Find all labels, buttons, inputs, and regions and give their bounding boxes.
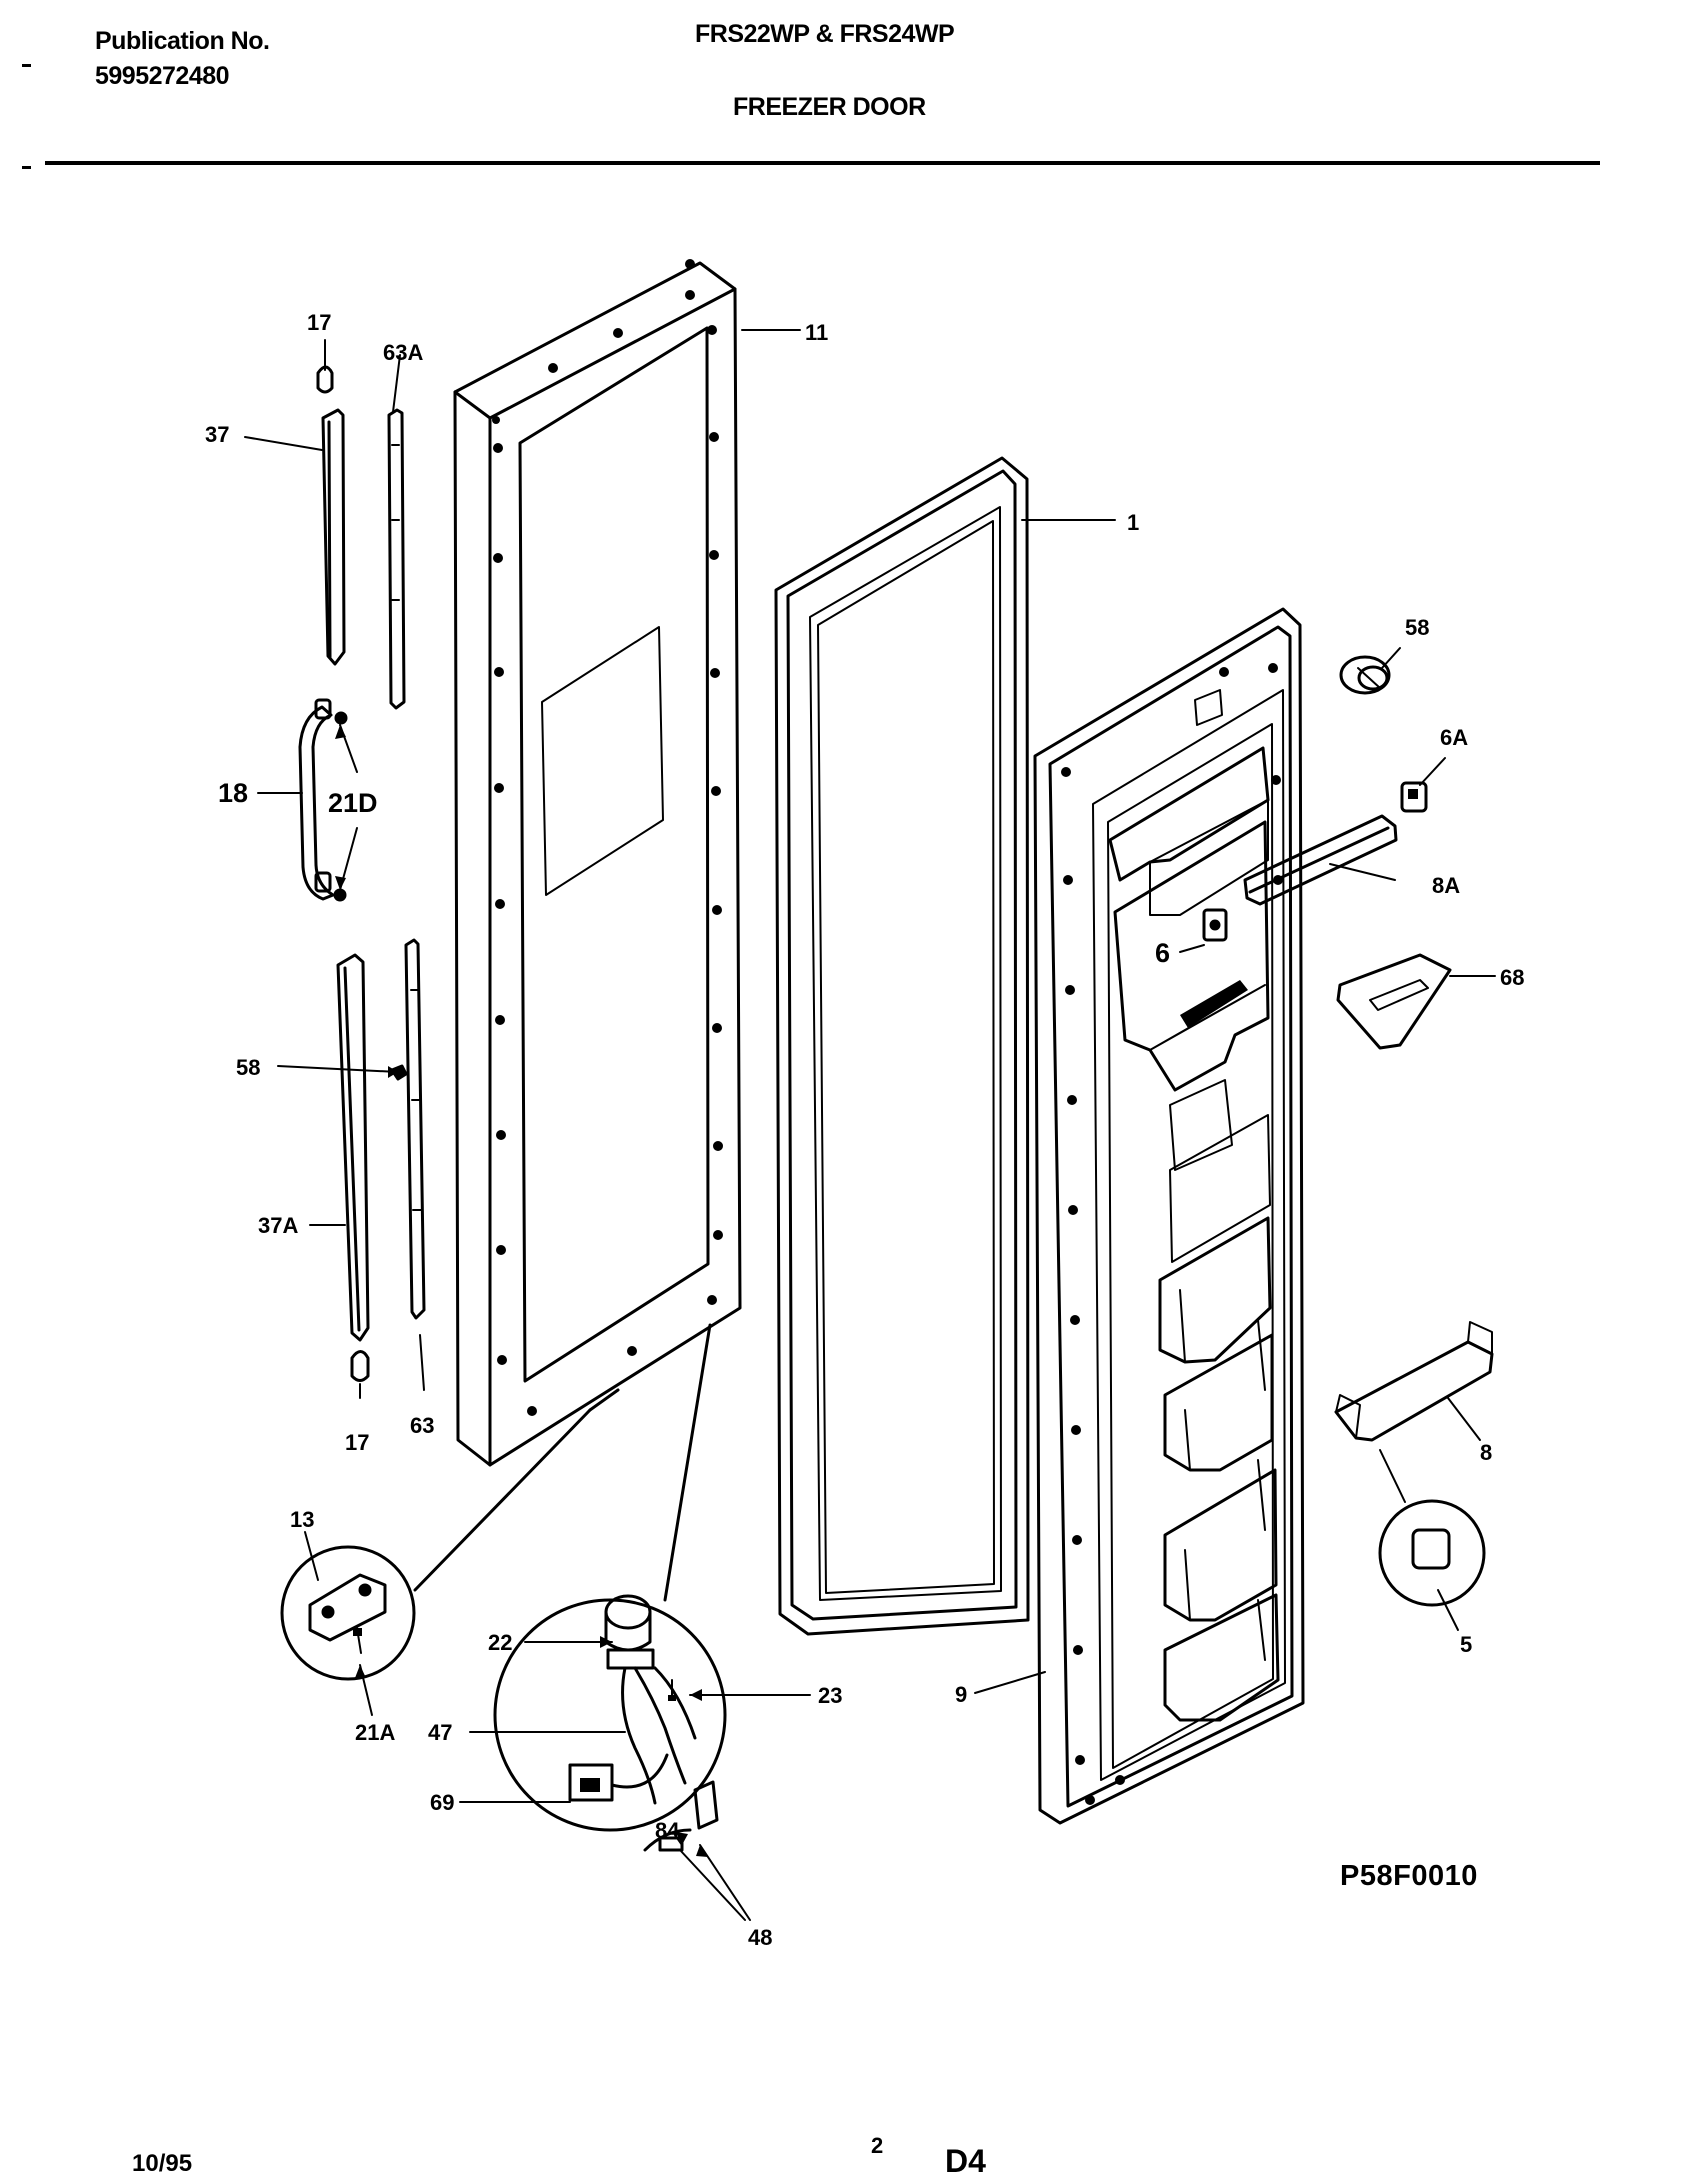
callout-9: 9 [955, 1682, 967, 1707]
trim-strip-part [387, 408, 406, 710]
callout-48: 48 [748, 1925, 772, 1950]
publication-label: Publication No. [95, 27, 270, 55]
callout-21D: 21D [328, 788, 378, 818]
section-title: FREEZER DOOR [733, 93, 926, 121]
callout-37A: 37A [258, 1213, 298, 1238]
trim-strip-part [321, 408, 346, 666]
detail-circle-part [493, 1323, 727, 1852]
header-rule [45, 161, 1600, 165]
footer-code: D4 [945, 2143, 986, 2179]
detail-circle-part [1378, 1449, 1486, 1607]
door-gasket-part [774, 456, 1030, 1636]
callout-23: 23 [818, 1683, 842, 1708]
door-panel-part [453, 259, 742, 1467]
detail-circle-part [280, 1388, 620, 1681]
footer-page-number: 2 [871, 2133, 884, 2158]
actuator-part [1336, 953, 1452, 1050]
callout-37: 37 [205, 422, 229, 447]
callout-47: 47 [428, 1720, 452, 1745]
clip-part [1400, 781, 1428, 813]
callout-63A: 63A [383, 340, 423, 365]
leader-arrows [335, 725, 708, 1857]
callout-8A: 8A [1432, 873, 1460, 898]
clip-part [1202, 908, 1228, 942]
publication-number: 5995272480 [95, 62, 230, 90]
footer-date: 10/95 [132, 2150, 193, 2177]
callout-11: 11 [805, 320, 828, 345]
bar-part [1243, 814, 1398, 906]
margin-mark [22, 166, 31, 169]
callout-1: 1 [1127, 510, 1139, 535]
screw-part [390, 1064, 408, 1081]
callout-18: 18 [218, 778, 248, 808]
callout-58: 58 [236, 1055, 260, 1080]
clip-part [316, 365, 370, 1382]
callout-13: 13 [290, 1507, 314, 1532]
callout-21A: 21A [355, 1720, 395, 1745]
margin-mark [22, 64, 31, 67]
callout-17: 17 [307, 310, 331, 335]
callout-58: 58 [1405, 615, 1429, 640]
callout-63: 63 [410, 1413, 434, 1438]
callout-22: 22 [488, 1630, 512, 1655]
bracket-part [1334, 1321, 1494, 1442]
callout-84: 84 [655, 1818, 680, 1843]
screw-part [1339, 655, 1391, 695]
callout-68: 68 [1500, 965, 1524, 990]
trim-strip-part [336, 953, 370, 1342]
diagram-id: P58F0010 [1340, 1860, 1478, 1892]
handle-part [298, 698, 348, 902]
leader-lines [244, 329, 1496, 1921]
callout-labels: 17 63A 11 37 1 58 6A 18 21D 8A 6 68 58 3… [205, 310, 1524, 1950]
trim-strip-part [404, 938, 426, 1320]
callout-6A: 6A [1440, 725, 1468, 750]
door-liner-part [1033, 607, 1305, 1825]
callout-8: 8 [1480, 1440, 1492, 1465]
callout-17: 17 [345, 1430, 369, 1455]
callout-69: 69 [430, 1790, 454, 1815]
model-numbers: FRS22WP & FRS24WP [695, 20, 955, 48]
callout-6: 6 [1155, 938, 1170, 968]
callout-5: 5 [1460, 1632, 1472, 1657]
